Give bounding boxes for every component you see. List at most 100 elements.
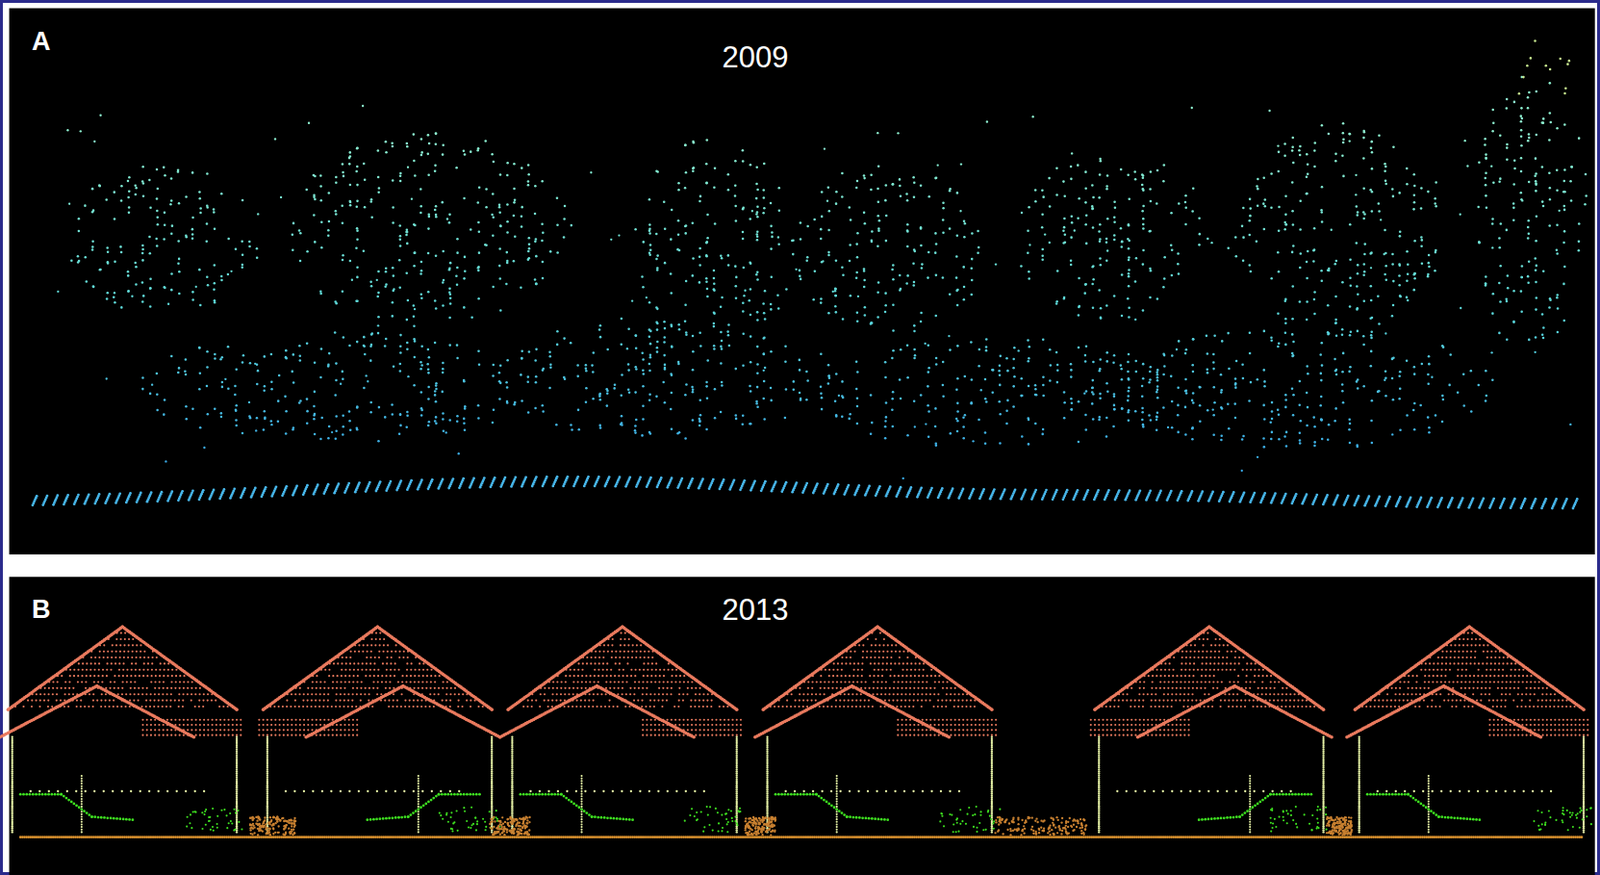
lidar-point	[1491, 217, 1495, 221]
lidar-point	[1562, 190, 1566, 194]
lidar-point	[577, 408, 581, 412]
lidar-point	[1105, 240, 1109, 244]
lidar-point	[456, 237, 459, 241]
lidar-point	[498, 264, 502, 268]
lidar-point	[377, 291, 381, 295]
lidar-point	[855, 277, 859, 280]
lidar-point	[755, 400, 759, 404]
lidar-point	[749, 389, 753, 393]
lidar-point	[355, 147, 359, 151]
lidar-point	[419, 367, 423, 371]
lidar-point	[906, 344, 910, 348]
lidar-point	[1069, 235, 1073, 239]
lidar-point	[1533, 175, 1537, 178]
lidar-point	[199, 426, 203, 430]
lidar-point	[691, 390, 695, 394]
lidar-point	[549, 362, 553, 366]
lidar-point	[919, 226, 923, 229]
lidar-point	[1512, 320, 1516, 324]
lidar-point	[413, 224, 417, 228]
lidar-point	[819, 384, 823, 388]
lidar-point	[134, 282, 138, 286]
lidar-point	[1063, 217, 1067, 221]
lidar-point	[762, 380, 766, 383]
lidar-point	[505, 282, 508, 286]
lidar-point	[976, 251, 980, 254]
lidar-point	[913, 180, 916, 184]
lidar-point	[1127, 272, 1131, 276]
lidar-point	[712, 281, 716, 285]
lidar-point	[163, 174, 167, 178]
lidar-point	[212, 210, 216, 214]
lidar-point	[769, 247, 773, 251]
lidar-point	[1526, 139, 1530, 143]
lidar-point	[427, 348, 431, 352]
lidar-point	[948, 227, 952, 230]
lidar-point	[935, 362, 939, 366]
lidar-point	[1413, 194, 1417, 198]
lidar-point	[533, 278, 537, 281]
lidar-point	[1291, 284, 1295, 288]
lidar-point	[655, 395, 659, 399]
lidar-point	[1520, 289, 1524, 293]
lidar-point	[977, 364, 981, 368]
lidar-point	[149, 392, 153, 396]
lidar-point	[433, 419, 437, 423]
lidar-point	[1371, 151, 1374, 154]
lidar-point	[878, 219, 882, 223]
lidar-point	[761, 397, 765, 401]
lidar-point	[1155, 202, 1159, 205]
lidar-point	[1520, 144, 1524, 148]
lidar-point	[391, 314, 395, 318]
lidar-point	[934, 406, 938, 410]
lidar-point	[533, 184, 537, 188]
lidar-point	[820, 215, 824, 219]
lidar-point	[1527, 136, 1531, 140]
lidar-point	[941, 383, 945, 387]
lidar-point	[1484, 177, 1488, 180]
lidar-point	[1106, 174, 1110, 178]
lidar-point	[691, 256, 695, 260]
lidar-point	[627, 368, 631, 372]
lidar-point	[319, 437, 323, 441]
lidar-point	[328, 191, 331, 195]
lidar-point	[362, 249, 366, 253]
lidar-point	[442, 279, 446, 282]
lidar-point	[1520, 114, 1524, 118]
lidar-point	[221, 380, 225, 384]
lidar-point	[1084, 201, 1088, 204]
lidar-point	[520, 356, 524, 360]
lidar-point	[548, 355, 552, 358]
lidar-point	[1112, 425, 1116, 429]
lidar-point	[378, 406, 381, 409]
lidar-point	[1099, 316, 1103, 320]
lidar-point	[170, 355, 174, 358]
lidar-point	[955, 387, 959, 391]
lidar-point	[527, 179, 531, 183]
lidar-point	[1412, 173, 1416, 177]
lidar-point	[926, 276, 930, 280]
lidar-point	[927, 344, 931, 348]
lidar-point	[606, 404, 610, 407]
lidar-point	[976, 229, 980, 233]
lidar-point	[1305, 152, 1309, 156]
lidar-point	[762, 196, 766, 200]
lidar-point	[284, 349, 288, 353]
lidar-point	[634, 424, 637, 428]
lidar-point	[670, 428, 674, 432]
lidar-point	[412, 304, 416, 307]
lidar-point	[684, 143, 687, 147]
lidar-point	[355, 246, 358, 250]
lidar-point	[1369, 188, 1372, 192]
lidar-point	[863, 313, 867, 317]
lidar-point	[449, 261, 453, 265]
lidar-point	[1341, 280, 1345, 284]
lidar-point	[1505, 158, 1509, 162]
lidar-point	[441, 304, 445, 307]
lidar-point	[648, 392, 652, 396]
lidar-point	[1484, 281, 1488, 285]
lidar-point	[213, 263, 217, 267]
lidar-point	[1105, 184, 1109, 188]
lidar-point	[399, 179, 403, 183]
lidar-point	[1085, 242, 1089, 246]
